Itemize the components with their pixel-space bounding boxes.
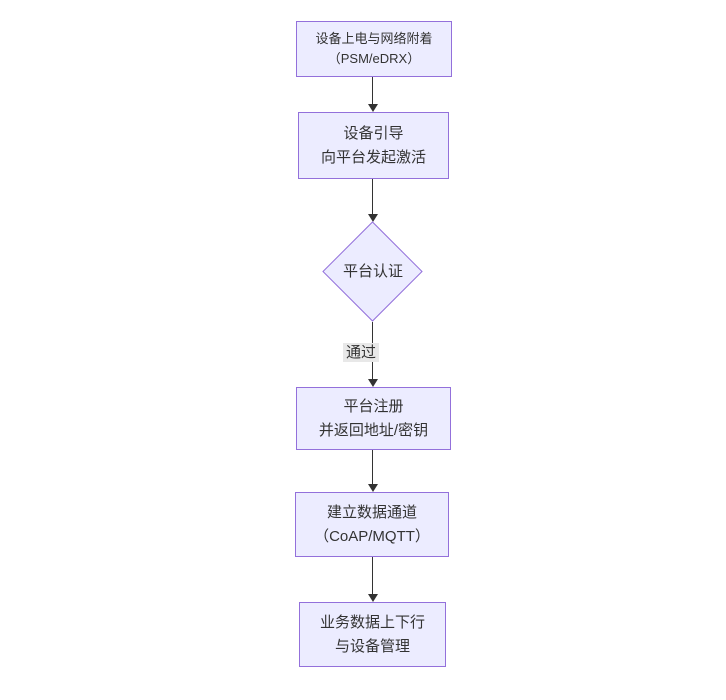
node-register: 平台注册 并返回地址/密钥 [296, 387, 451, 450]
node-label-line: 设备上电与网络附着 [315, 31, 433, 46]
arrowhead-icon [368, 594, 378, 602]
edge-line [372, 557, 373, 595]
node-label-line: （CoAP/MQTT） [314, 527, 430, 545]
arrowhead-icon [368, 104, 378, 112]
node-platform-auth-label: 平台认证 [342, 263, 403, 280]
node-label-line: 与设备管理 [334, 637, 410, 655]
edge-line [372, 77, 373, 105]
node-label-line: 并返回地址/密钥 [318, 421, 429, 439]
node-power-attach: 设备上电与网络附着 （PSM/eDRX） [296, 21, 452, 77]
node-label-line: （PSM/eDRX） [327, 51, 421, 66]
arrowhead-icon [368, 379, 378, 387]
node-business-data: 业务数据上下行 与设备管理 [299, 602, 446, 667]
node-label-line: 建立数据通道 [326, 503, 417, 521]
node-bootstrap: 设备引导 向平台发起激活 [298, 112, 449, 179]
edge-label-pass: 通过 [343, 343, 380, 362]
node-label-line: 设备引导 [343, 124, 404, 142]
node-data-channel: 建立数据通道 （CoAP/MQTT） [295, 492, 449, 557]
edge-line [372, 450, 373, 485]
node-label-line: 向平台发起激活 [320, 148, 426, 166]
node-label-line: 业务数据上下行 [319, 613, 425, 631]
arrowhead-icon [368, 484, 378, 492]
edge-line [372, 179, 373, 215]
arrowhead-icon [368, 214, 378, 222]
node-label-line: 平台注册 [343, 397, 404, 415]
